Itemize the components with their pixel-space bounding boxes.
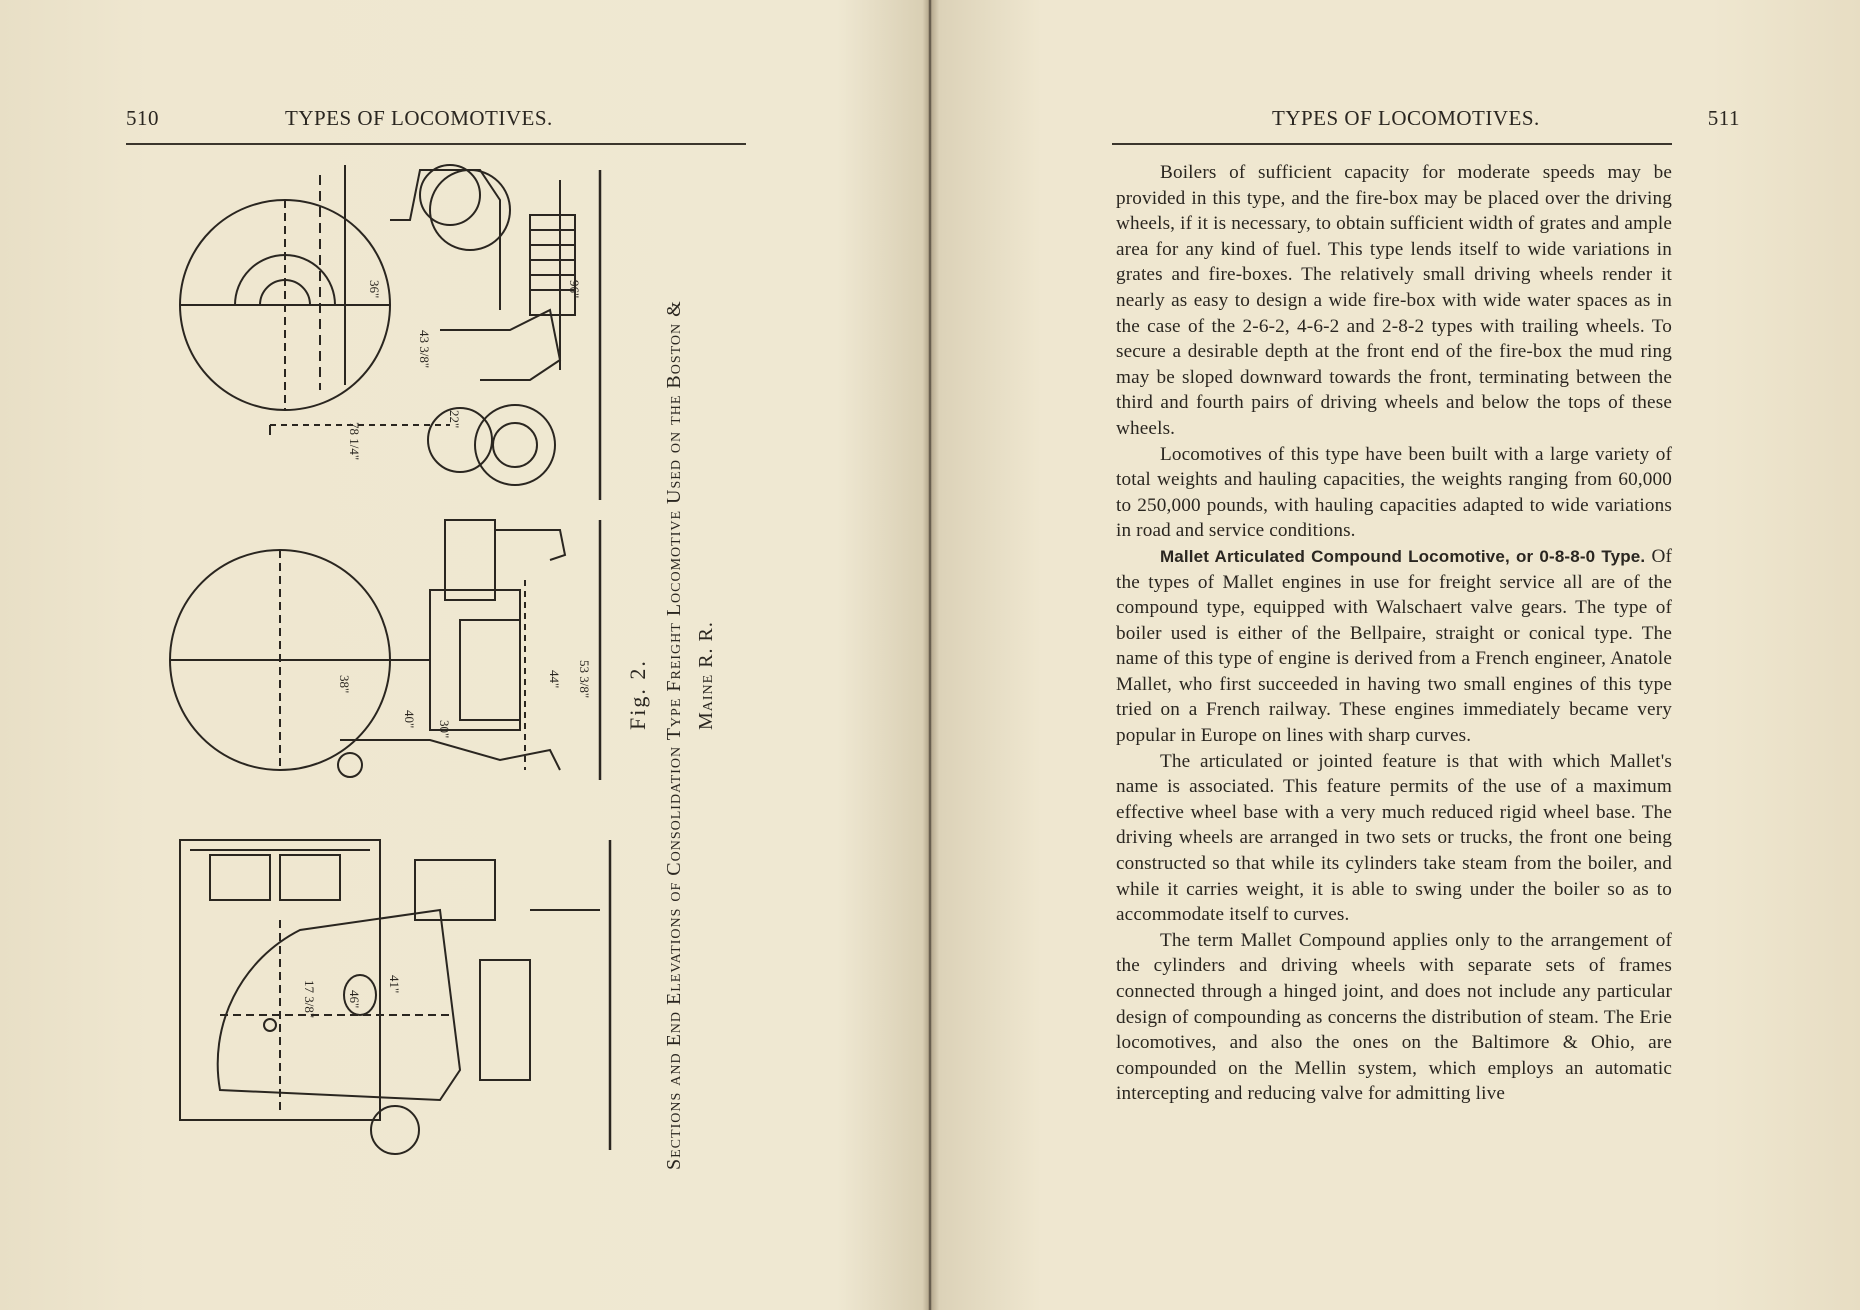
paragraph-articulated: The articulated or jointed feature is th…	[1116, 750, 1672, 926]
paragraph-mallet: Mallet Articulated Compound Locomotive, …	[1116, 544, 1672, 749]
figure-caption: Fig. 2. Sections and End Elevations of C…	[625, 150, 735, 1170]
svg-text:44": 44"	[547, 670, 562, 688]
mallet-text: Of the types of Mallet engines in use fo…	[1116, 545, 1672, 747]
svg-text:38": 38"	[337, 675, 352, 693]
page-number: 511	[1707, 106, 1740, 130]
mallet-heading: Mallet Articulated Compound Locomotive, …	[1160, 546, 1646, 566]
running-header: TYPES OF LOCOMOTIVES.	[1272, 106, 1540, 130]
svg-text:53 3/8": 53 3/8"	[577, 660, 592, 698]
svg-text:41": 41"	[387, 975, 402, 993]
svg-text:30": 30"	[437, 720, 452, 738]
figure-label: Fig. 2.	[625, 659, 650, 730]
svg-text:22": 22"	[447, 410, 462, 428]
paragraph-mallet-compound: The term Mallet Compound applies only to…	[1116, 929, 1672, 1105]
paragraph-boilers: Boilers of sufficient capacity for moder…	[1116, 162, 1672, 439]
running-header: TYPES OF LOCOMOTIVES.	[285, 106, 553, 130]
right-page: TYPES OF LOCOMOTIVES. 511 Boilers of suf…	[932, 0, 1860, 1310]
locomotive-cab-section-drawing-bottom: 17 3/8" 46" 41"	[150, 830, 620, 1160]
figure-caption-line-1: Sections and End Elevations of Consolida…	[663, 300, 685, 1170]
header-rule	[126, 143, 746, 145]
figure-caption-line-2: Maine R. R.	[695, 621, 717, 730]
body-text: Boilers of sufficient capacity for moder…	[1116, 160, 1672, 1107]
svg-text:46": 46"	[347, 990, 362, 1008]
svg-text:78 1/4": 78 1/4"	[347, 422, 362, 460]
locomotive-end-elevation-drawing-middle: 38" 40" 30" 44" 53 3/8"	[140, 510, 620, 810]
header-rule	[1112, 143, 1672, 145]
page-number: 510	[126, 106, 159, 130]
svg-text:96": 96"	[567, 280, 582, 298]
paragraph-weights: Locomotives of this type have been built…	[1116, 443, 1672, 542]
left-page: 510 TYPES OF LOCOMOTIVES.	[0, 0, 928, 1310]
svg-text:36": 36"	[367, 280, 382, 298]
svg-text:43 3/8": 43 3/8"	[417, 330, 432, 368]
locomotive-section-drawing-top: 36" 96" 43 3/8" 22" 78 1/4"	[150, 160, 620, 520]
svg-text:40": 40"	[402, 710, 417, 728]
svg-text:17 3/8": 17 3/8"	[302, 980, 317, 1018]
